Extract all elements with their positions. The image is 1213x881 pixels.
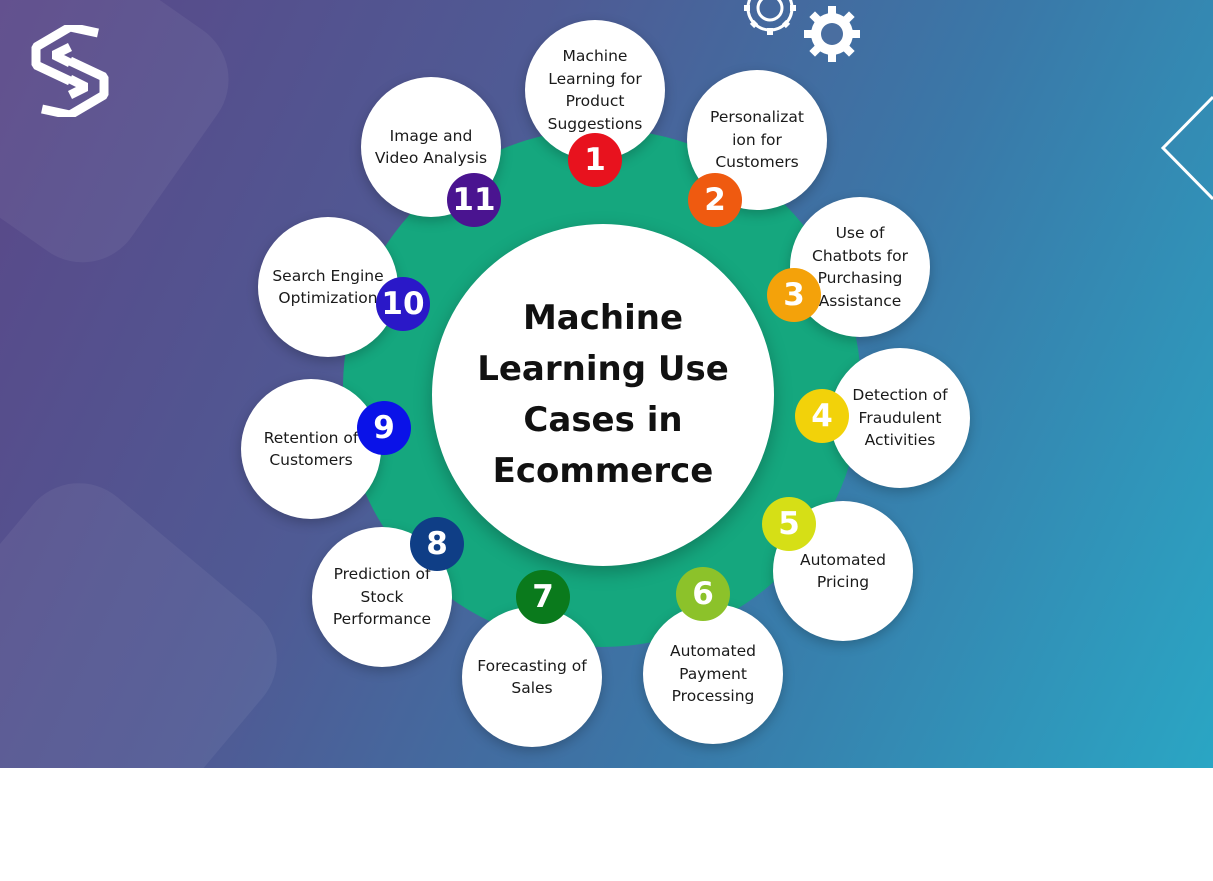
use-case-number-badge: 1	[568, 133, 622, 187]
use-case-item: Forecasting of Sales	[462, 607, 602, 747]
use-case-number-badge: 8	[410, 517, 464, 571]
use-case-item: Retention of Customers	[241, 379, 381, 519]
use-case-item: Detection of Fraudulent Activities	[830, 348, 970, 488]
use-case-number-badge: 3	[767, 268, 821, 322]
use-case-label: Retention of Customers	[263, 428, 359, 470]
use-case-label: Machine Learning for Product Suggestions	[547, 47, 643, 133]
use-case-number-badge: 5	[762, 497, 816, 551]
use-case-label: Automated Payment Processing	[669, 642, 757, 706]
diagram-title: Machine Learning Use Cases in Ecommerce	[477, 298, 729, 491]
use-case-label: Prediction of Stock Performance	[332, 565, 432, 629]
use-case-item: Use of Chatbots for Purchasing Assistanc…	[790, 197, 930, 337]
use-case-item: Search Engine Optimization	[258, 217, 398, 357]
use-case-number-badge: 9	[357, 401, 411, 455]
use-case-number-badge: 7	[516, 570, 570, 624]
center-hub: Machine Learning Use Cases in Ecommerce	[432, 224, 774, 566]
use-case-number-badge: 4	[795, 389, 849, 443]
use-case-label: Forecasting of Sales	[477, 656, 587, 698]
use-case-number-badge: 6	[676, 567, 730, 621]
use-case-label: Image and Video Analysis	[374, 126, 488, 168]
use-case-label: Use of Chatbots for Purchasing Assistanc…	[812, 224, 908, 310]
gears-icon	[744, 0, 860, 62]
use-case-item: Automated Payment Processing	[643, 604, 783, 744]
use-case-label: Automated Pricing	[799, 550, 887, 592]
use-case-label: Detection of Fraudulent Activities	[852, 386, 948, 450]
use-case-number-badge: 11	[447, 173, 501, 227]
use-case-number-badge: 10	[376, 277, 430, 331]
chevron-left-icon	[1160, 95, 1213, 201]
brand-s-logo-icon	[31, 25, 109, 117]
use-case-label: Personalizat ion for Customers	[710, 108, 804, 172]
use-case-label: Search Engine Optimization	[272, 266, 384, 308]
use-case-number-badge: 2	[688, 173, 742, 227]
